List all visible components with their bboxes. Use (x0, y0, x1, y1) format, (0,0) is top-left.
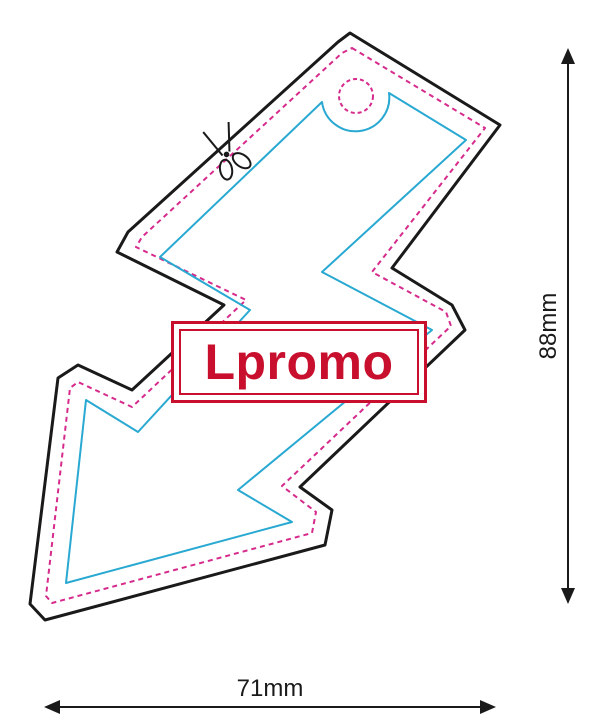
cut-outline (28, 31, 502, 622)
height-label: 88mm (535, 293, 562, 360)
safe-area-outline (65, 92, 467, 584)
bleed-outline (45, 47, 486, 604)
scissors-icon (202, 121, 252, 181)
brand-logo-text: Lpromo (204, 334, 394, 390)
brand-logo-frame: Lpromo (179, 329, 419, 395)
width-label: 71mm (237, 675, 304, 702)
height-dimension: 88mm (535, 48, 575, 604)
brand-logo: Lpromo (171, 321, 427, 403)
width-dimension: 71mm (44, 675, 496, 714)
hang-hole (338, 78, 374, 114)
